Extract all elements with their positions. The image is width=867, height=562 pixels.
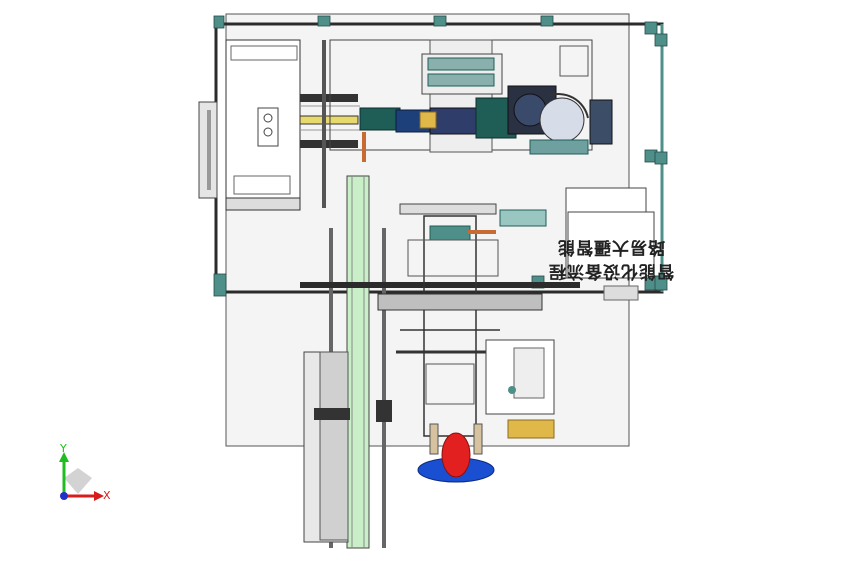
y-axis-label: Y	[59, 442, 67, 455]
center-fixture	[396, 203, 547, 437]
cylinder-bar	[377, 293, 543, 311]
lower-left-station	[303, 351, 392, 543]
robot-arm	[359, 85, 613, 162]
x-axis-label: X	[103, 489, 111, 502]
control-panel: 路易大疆智能 智能化设备流程	[548, 187, 674, 301]
operator	[417, 423, 495, 483]
left-station	[198, 39, 301, 211]
coordinate-triad: Y X	[59, 442, 111, 502]
vertical-guide	[322, 40, 326, 208]
electrical-module	[485, 339, 555, 439]
panel-text-line2: 智能化设备流程	[548, 261, 674, 282]
panel-text-line1: 路易大疆智能	[557, 237, 665, 258]
